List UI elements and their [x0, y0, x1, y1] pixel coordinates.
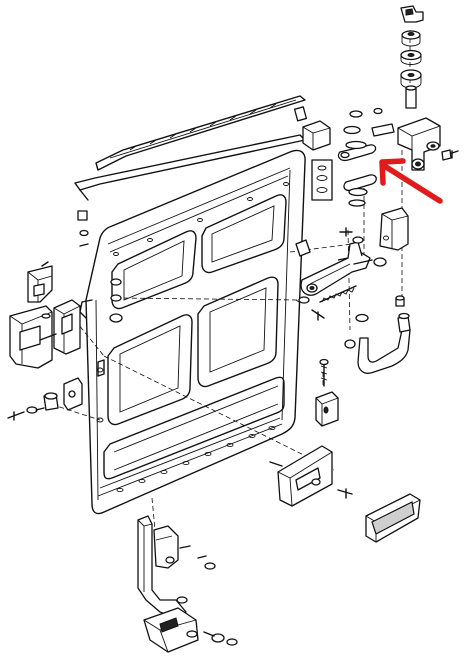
rear-lock-assembly: [9, 299, 81, 369]
lower-roller-bracket: [137, 515, 216, 619]
red-callout-arrow: [379, 158, 443, 204]
upper-left-catch: [27, 261, 53, 303]
sliding-door-inner-panel: [79, 149, 306, 515]
upper-guide-block: [293, 106, 331, 151]
exterior-door-handle: [365, 493, 421, 543]
lower-left-striker-parts: [7, 377, 83, 421]
upper-door-seal-strip: [74, 134, 306, 201]
latch-lever-arm: [295, 227, 387, 303]
assembly-lines: [43, 30, 411, 541]
hinge-arm-lower: [343, 174, 377, 207]
latch-housing-right: [352, 207, 409, 265]
door-check-link: [344, 295, 411, 374]
lower-slide-rail-carrier: [143, 607, 238, 653]
interior-door-handle: [269, 445, 353, 507]
small-parts-card: [311, 159, 333, 201]
upper-roller-stack: [400, 5, 424, 109]
left-small-fasteners: [77, 210, 325, 323]
upper-roof-rail-strip: [95, 95, 306, 171]
upper-roller-bracket: [343, 107, 459, 171]
hinge-arm-upper: [337, 140, 377, 162]
interior-handle-bracket: [315, 358, 339, 427]
